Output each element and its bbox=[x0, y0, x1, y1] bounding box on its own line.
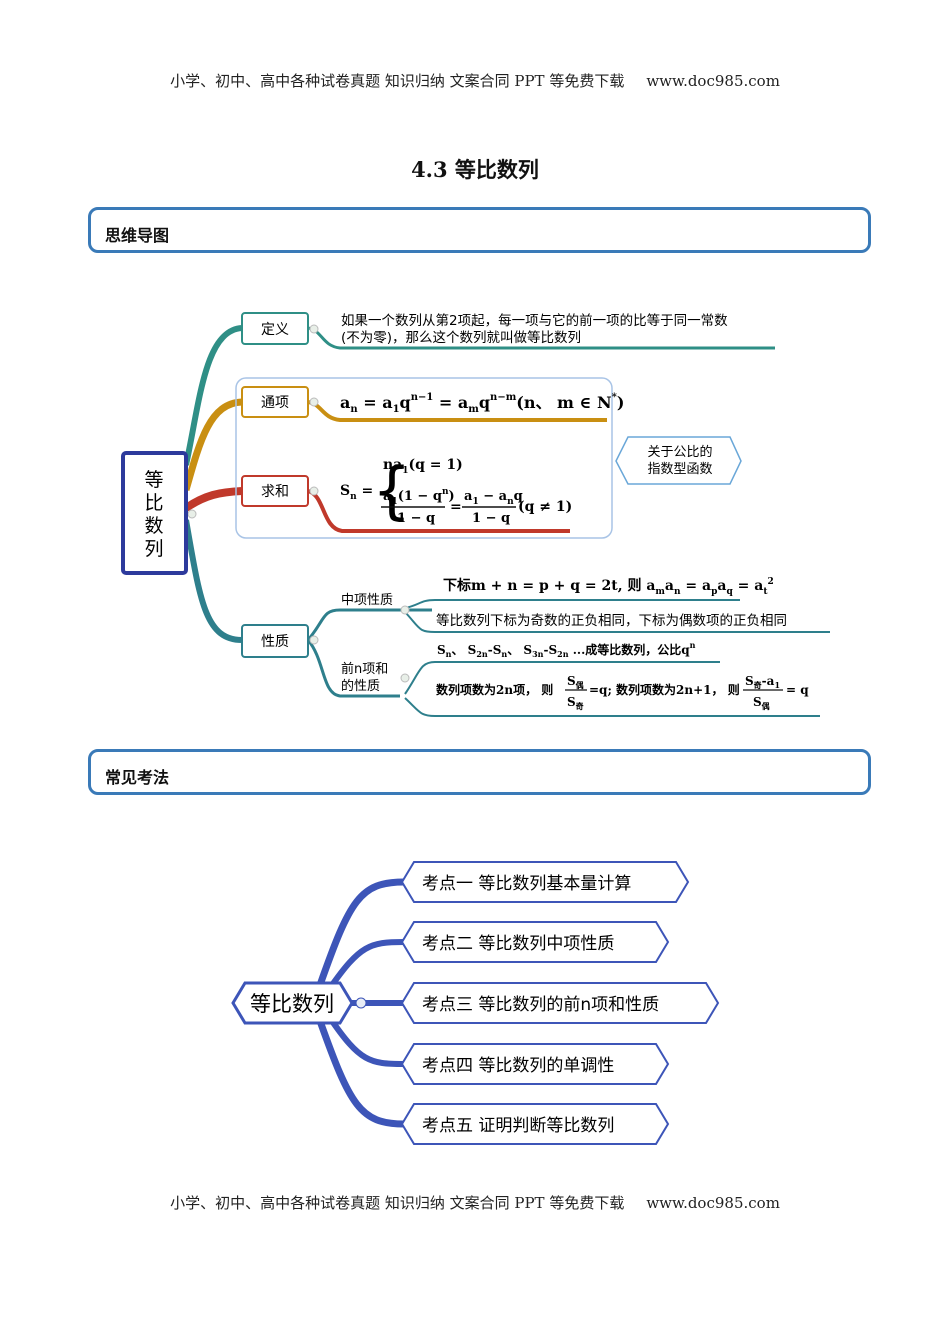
definition-text-1: 如果一个数列从第2项起，每一项与它的前一项的比等于同一常数 bbox=[341, 312, 728, 329]
middle-property-label: 中项性质 bbox=[341, 593, 393, 608]
header-site[interactable]: www.doc985.com bbox=[646, 72, 780, 90]
node-general bbox=[241, 386, 309, 418]
footer-text: 小学、初中、高中各种试卷真题 知识归纳 文案合同 PPT 等免费下载 bbox=[170, 1194, 625, 1212]
section-mindmap: 思维导图 bbox=[88, 207, 871, 253]
note-line-2: 指数型函数 bbox=[647, 462, 712, 477]
branch-definition bbox=[183, 325, 243, 466]
mindmap-root-char-4: 列 bbox=[144, 538, 163, 560]
prefix-formula-2b: =q; 数列项数为2n+1， 则 bbox=[589, 682, 740, 697]
sum-case-2-cond: (q ≠ 1) bbox=[518, 499, 572, 515]
note-box bbox=[615, 436, 742, 485]
exam-item-4-label: 考点四 等比数列的单调性 bbox=[422, 1056, 614, 1076]
sum-case-2-num1: a1(1 − qn) bbox=[383, 487, 455, 507]
definition-text-2: (不为零)，那么这个数列就叫做等比数列 bbox=[341, 329, 581, 346]
mindmap-root-char-2: 比 bbox=[144, 492, 163, 514]
exam-item-2-label: 考点二 等比数列中项性质 bbox=[422, 934, 614, 954]
node-definition-label: 定义 bbox=[261, 322, 289, 338]
exam-item-1-label: 考点一 等比数列基本量计算 bbox=[422, 874, 631, 894]
middle-formula: 下标m + n = p + q = 2t, 则 aman = apaq = at… bbox=[443, 577, 774, 597]
sum-case-2-den2: 1 − q bbox=[472, 511, 510, 526]
node-sum bbox=[241, 475, 309, 507]
footer-site[interactable]: www.doc985.com bbox=[646, 1194, 780, 1212]
formula-group-box bbox=[235, 377, 613, 539]
sum-case-2-den1: 1 − q bbox=[397, 511, 435, 526]
exam-item-3 bbox=[400, 982, 720, 1024]
branch-general bbox=[182, 398, 243, 491]
exam-root-label: 等比数列 bbox=[250, 992, 334, 1016]
prefix-formula-2a: 数列项数为2n项， 则 bbox=[436, 682, 553, 697]
mindmap-root-char-3: 数 bbox=[144, 515, 163, 537]
node-property bbox=[241, 624, 309, 658]
exam-root bbox=[231, 981, 354, 1025]
exam-item-2 bbox=[400, 921, 670, 963]
page-footer: 小学、初中、高中各种试卷真题 知识归纳 文案合同 PPT 等免费下载 www.do… bbox=[0, 1192, 950, 1213]
exam-item-5 bbox=[400, 1103, 670, 1145]
exam-item-3-label: 考点三 等比数列的前n项和性质 bbox=[422, 995, 659, 1015]
exam-item-5-label: 考点五 证明判断等比数列 bbox=[422, 1116, 614, 1136]
page-title: 4.3 等比数列 bbox=[411, 157, 539, 182]
middle-property-text: 等比数列下标为奇数的正负相同，下标为偶数项的正负相同 bbox=[436, 612, 787, 629]
prefix-property-label-2: 的性质 bbox=[341, 678, 380, 694]
header-text: 小学、初中、高中各种试卷真题 知识归纳 文案合同 PPT 等免费下载 bbox=[170, 72, 625, 90]
branch-property bbox=[183, 519, 243, 643]
exam-item-4 bbox=[400, 1043, 670, 1085]
section-exam: 常见考法 bbox=[88, 749, 871, 795]
mindmap-root bbox=[121, 451, 188, 575]
node-definition bbox=[241, 312, 309, 345]
svg-text:=: = bbox=[450, 499, 462, 515]
sum-brace: { bbox=[372, 454, 411, 527]
sum-formula-lhs: Sn = bbox=[340, 483, 373, 502]
node-sum-label: 求和 bbox=[261, 484, 289, 500]
exam-item-1 bbox=[400, 861, 690, 903]
node-property-label: 性质 bbox=[261, 634, 289, 650]
section-mindmap-title: 思维导图 bbox=[105, 226, 170, 245]
section-exam-title: 常见考法 bbox=[105, 768, 170, 787]
page-header: 小学、初中、高中各种试卷真题 知识归纳 文案合同 PPT 等免费下载 www.do… bbox=[0, 70, 950, 91]
node-general-label: 通项 bbox=[261, 395, 289, 411]
note-line-1: 关于公比的 bbox=[647, 444, 712, 460]
svg-text:= q: = q bbox=[786, 683, 809, 697]
prefix-property-label-1: 前n项和 bbox=[341, 661, 388, 677]
mindmap-root-char-1: 等 bbox=[144, 469, 163, 491]
